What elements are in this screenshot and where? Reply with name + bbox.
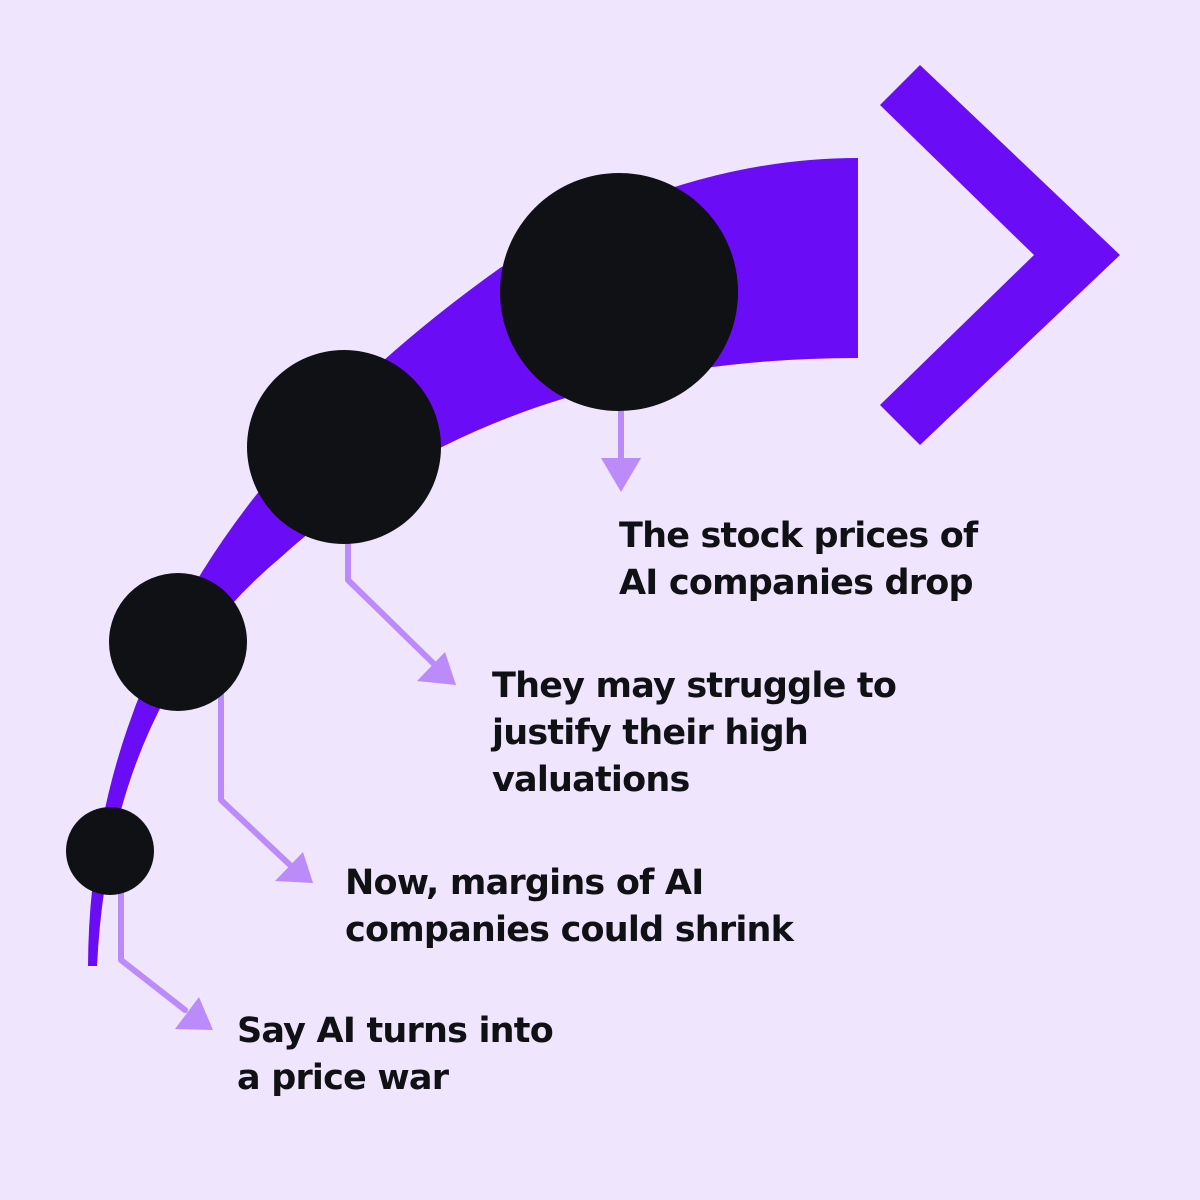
step-4-label: The stock prices of AI companies drop [619,513,978,607]
step-4-line-1: The stock prices of [619,516,978,556]
step-1-line-2: a price war [237,1058,449,1098]
step-2-label: Now, margins of AI companies could shrin… [345,860,794,954]
step-3-label: They may struggle to justify their high … [492,663,897,804]
step-3-line-1: They may struggle to [492,666,897,706]
connector-1-arrowhead [175,997,213,1030]
node-4 [500,173,738,411]
step-3-line-2: justify their high [492,713,809,753]
connector-4-arrowhead [601,458,641,492]
node-1 [66,807,154,895]
step-1-line-1: Say AI turns into [237,1011,554,1051]
connector-2-arrowhead [275,852,313,883]
node-2 [109,573,247,711]
step-1-label: Say AI turns into a price war [237,1008,554,1102]
connector-3 [345,537,438,668]
chevron-right-icon [880,65,1120,445]
connector-2 [218,687,293,868]
step-2-line-1: Now, margins of AI [345,863,704,903]
step-4-line-2: AI companies drop [619,563,974,603]
connector-1 [118,882,188,1013]
step-3-line-3: valuations [492,760,690,800]
step-2-line-2: companies could shrink [345,910,794,950]
connector-3-arrowhead [417,652,456,685]
node-3 [247,350,441,544]
